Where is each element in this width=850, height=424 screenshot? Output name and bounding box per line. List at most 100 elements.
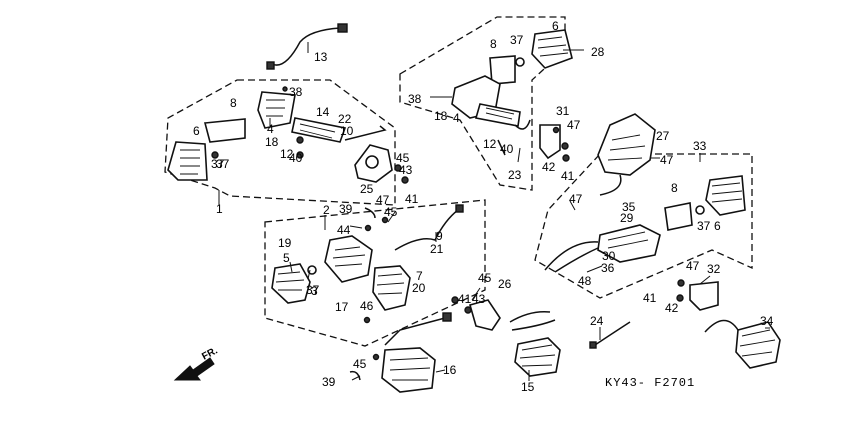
rear-light-cover <box>597 113 656 196</box>
part-label: 10 <box>340 124 354 138</box>
part-label: 27 <box>656 129 670 143</box>
group-borders <box>164 16 753 347</box>
part-label: 45 <box>384 205 398 219</box>
front-right-signal-housing <box>451 75 521 127</box>
direction-label: FR. <box>200 345 220 362</box>
part-label: 8 <box>490 37 497 51</box>
part-label: 41 <box>643 291 657 305</box>
rear-signal-lens <box>705 175 746 216</box>
headlight-lens <box>372 265 411 311</box>
position-lamp-housing <box>381 312 452 393</box>
part-label: 6 <box>714 219 721 233</box>
part-label: 12 <box>483 137 497 151</box>
part-label: 48 <box>578 274 592 288</box>
rear-bracket <box>676 279 719 311</box>
part-label: 30 <box>602 249 616 263</box>
part-label: 9 <box>436 229 443 243</box>
part-label: 40 <box>289 151 303 165</box>
license-lamp-wire <box>589 321 631 349</box>
rear-signal-housing <box>544 224 661 273</box>
part-label: 47 <box>660 153 674 167</box>
front-left-stay-bracket <box>344 125 393 183</box>
part-label: 38 <box>289 85 303 99</box>
license-lamp <box>514 337 561 377</box>
part-label: 28 <box>591 45 605 59</box>
rear-right-signal <box>704 319 781 369</box>
headlight-cover <box>271 263 311 304</box>
part-label: 15 <box>521 380 535 394</box>
part-label: 42 <box>665 301 679 315</box>
front-left-signal-housing <box>257 91 296 129</box>
part-label: 8 <box>671 181 678 195</box>
part-label: 41 <box>405 192 419 206</box>
part-label: 37 <box>211 157 225 171</box>
part-label: 36 <box>601 261 615 275</box>
part-label: 19 <box>278 236 292 250</box>
part-label: 39 <box>339 202 353 216</box>
part-label: 37 <box>216 157 230 171</box>
part-label: 6 <box>552 19 559 33</box>
front-left-signal-bulb-socket <box>203 118 246 143</box>
part-label: 2 <box>323 203 330 217</box>
leader-lines <box>218 42 770 381</box>
front-direction-arrow-icon: FR. <box>173 345 220 381</box>
front-left-signal-stay <box>291 117 347 143</box>
part-label: 42 <box>542 160 556 174</box>
lower-fastener-parts <box>349 296 472 381</box>
part-label: 34 <box>760 314 774 328</box>
part-label: 41 <box>458 292 472 306</box>
part-label: 6 <box>193 124 200 138</box>
front-right-wire <box>497 119 531 156</box>
part-label: 45 <box>478 271 492 285</box>
front-left-wire-harness <box>266 23 348 70</box>
part-label: 23 <box>508 168 522 182</box>
front-left-signal-lens <box>167 141 208 181</box>
rear-signal-socket <box>664 202 705 231</box>
part-label: 37 <box>306 283 320 297</box>
part-label: 47 <box>567 118 581 132</box>
part-label: 1 <box>216 202 223 216</box>
part-label: 13 <box>314 50 328 64</box>
front-right-bulb-socket <box>489 55 525 85</box>
part-number-labels: 1 2 3 4 4 5 6 6 6 7 8 8 8 9 10 12 12 13 … <box>193 19 774 394</box>
part-label: 39 <box>322 375 336 389</box>
part-label: 14 <box>316 105 330 119</box>
part-label: 12 <box>280 147 294 161</box>
diagram-code: KY43- F2701 <box>605 376 695 390</box>
part-label: 17 <box>335 300 349 314</box>
part-label: 43 <box>472 292 486 306</box>
part-label: 47 <box>686 259 700 273</box>
part-label: 46 <box>360 299 374 313</box>
part-label: 37 <box>697 219 711 233</box>
part-label: 7 <box>416 269 423 283</box>
part-label: 20 <box>412 281 426 295</box>
part-label: 33 <box>693 139 707 153</box>
part-label: 29 <box>620 211 634 225</box>
part-label: 4 <box>453 111 460 125</box>
front-right-signal-lens <box>531 29 573 69</box>
part-label: 35 <box>622 200 636 214</box>
part-label: 21 <box>430 242 444 256</box>
side-marker-light <box>469 299 556 331</box>
part-label: 47 <box>569 192 583 206</box>
part-label: 31 <box>556 104 570 118</box>
part-label: 45 <box>353 357 367 371</box>
part-label: 4 <box>267 122 274 136</box>
part-label: 44 <box>337 223 351 237</box>
part-label: 47 <box>376 193 390 207</box>
part-label: 25 <box>360 182 374 196</box>
part-label: 26 <box>498 277 512 291</box>
part-label: 5 <box>283 251 290 265</box>
part-label: 32 <box>707 262 721 276</box>
part-label: 37 <box>510 33 524 47</box>
part-label: 18 <box>265 135 279 149</box>
headlight-rim <box>324 235 373 283</box>
headlight-harness <box>364 204 464 251</box>
part-label: 41 <box>561 169 575 183</box>
part-label: 38 <box>408 92 422 106</box>
part-label: 43 <box>399 163 413 177</box>
part-label: 3 <box>311 284 318 298</box>
part-label: 45 <box>396 151 410 165</box>
part-label: 22 <box>338 112 352 126</box>
